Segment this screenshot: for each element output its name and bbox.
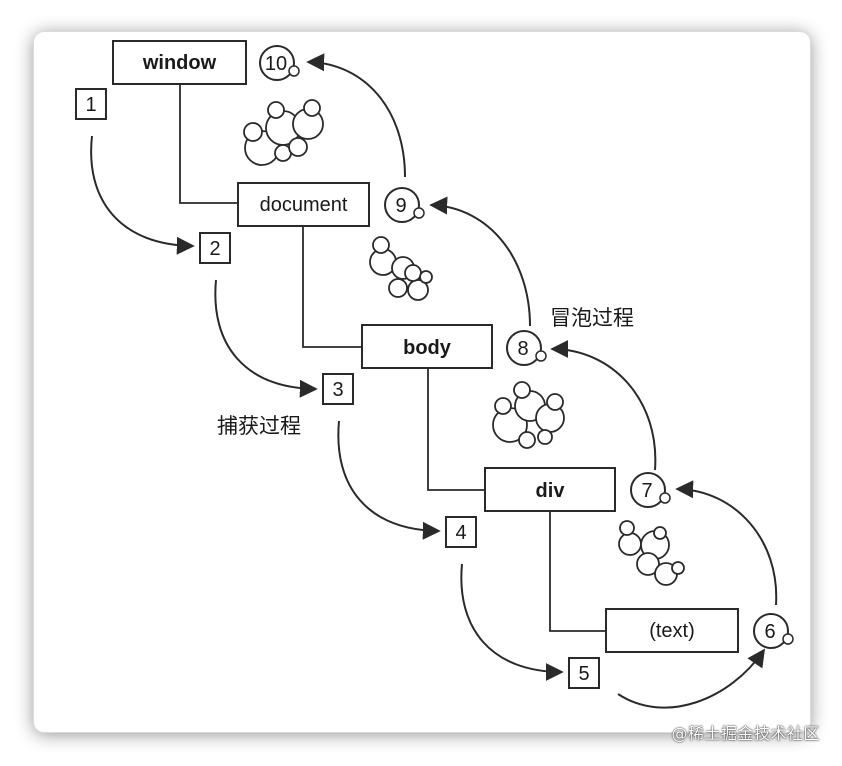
node-text: (text): [605, 608, 739, 653]
capture-step-5-label: 5: [578, 663, 589, 685]
bubble-step-9: 9: [384, 187, 425, 223]
capture-step-1: 1: [75, 88, 107, 120]
node-document: document: [237, 182, 370, 227]
bubble-phase-label: 冒泡过程: [550, 306, 634, 330]
watermark: @稀土掘金技术社区: [671, 724, 820, 743]
bubble-step-10-label: 10: [265, 53, 287, 75]
node-body: body: [361, 324, 493, 369]
capture-arrows: [90, 135, 766, 709]
bubble-cluster-1: [243, 99, 324, 166]
bubble-step-7: 7: [630, 472, 671, 508]
capture-step-2-label: 2: [209, 238, 220, 260]
bubble-step-7-label: 7: [641, 480, 652, 502]
node-document-label: document: [260, 194, 348, 216]
capture-step-4: 4: [445, 516, 477, 548]
capture-step-5: 5: [568, 657, 600, 689]
bubble-arrows: [306, 53, 778, 606]
capture-phase-label: 捕获过程: [217, 414, 301, 438]
node-body-label: body: [403, 337, 452, 359]
bubble-step-9-label: 9: [395, 195, 406, 217]
node-div-label: div: [536, 480, 566, 502]
bubble-cluster-3: [492, 381, 565, 449]
capture-step-3: 3: [322, 373, 354, 405]
bubble-step-10: 10: [259, 45, 300, 81]
tree-connectors: [179, 84, 606, 632]
bubble-cluster-2: [369, 236, 433, 301]
bubble-step-6: 6: [753, 613, 794, 649]
bubble-step-6-label: 6: [764, 621, 775, 643]
node-text-label: (text): [649, 620, 695, 642]
node-window-label: window: [142, 52, 217, 74]
capture-step-1-label: 1: [85, 94, 96, 116]
bubble-step-8-label: 8: [517, 338, 528, 360]
capture-step-3-label: 3: [332, 379, 343, 401]
capture-step-4-label: 4: [455, 522, 466, 544]
capture-step-2: 2: [199, 232, 231, 264]
bubble-cluster-4: [618, 520, 685, 586]
node-window: window: [112, 40, 247, 85]
node-div: div: [484, 467, 616, 512]
bubble-step-8: 8: [506, 330, 547, 366]
